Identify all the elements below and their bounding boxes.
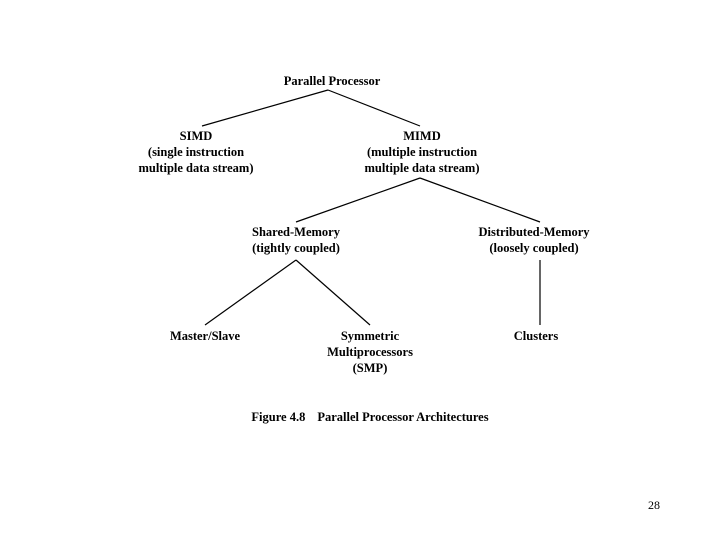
edge-shared-memory-master-slave [204,259,297,326]
page-number: 28 [648,498,660,512]
node-clusters: Clusters [486,328,586,344]
node-label-line: Symmetric [340,329,400,343]
edge-mimd-shared-memory [295,177,421,223]
node-label-line: (loosely coupled) [489,241,579,255]
node-label-line: Multiprocessors [327,345,413,359]
node-label-line: (tightly coupled) [252,241,340,255]
node-label-line: Shared-Memory [252,225,340,239]
node-smp: Symmetric Multiprocessors (SMP) [305,328,435,376]
node-label-line: Parallel Processor [283,74,381,88]
node-mimd: MIMD (multiple instruction multiple data… [352,128,492,176]
node-label-line: Distributed-Memory [478,225,590,239]
node-parallel-processor: Parallel Processor [232,73,432,89]
node-simd: SIMD (single instruction multiple data s… [126,128,266,176]
node-label-line: multiple data stream) [364,161,480,175]
node-label-line: Clusters [513,329,559,343]
node-label-line: (multiple instruction [366,145,478,159]
node-master-slave: Master/Slave [145,328,265,344]
node-label-line: (SMP) [352,361,388,375]
node-label-line: SIMD [179,129,213,143]
node-distributed-memory: Distributed-Memory (loosely coupled) [459,224,609,256]
figure-caption: Figure 4.8 Parallel Processor Architectur… [200,410,540,425]
node-label-line: MIMD [403,129,441,143]
edge-root-mimd [327,89,421,127]
node-label-line: (single instruction [147,145,245,159]
node-label-line: multiple data stream) [138,161,254,175]
edge-shared-memory-smp [295,259,371,326]
figure-number: Figure 4.8 [251,410,306,424]
node-label-line: Master/Slave [169,329,241,343]
edge-mimd-distributed-memory [419,177,541,223]
node-shared-memory: Shared-Memory (tightly coupled) [221,224,371,256]
edge-root-simd [201,89,329,127]
figure-title: Parallel Processor Architectures [317,410,489,424]
